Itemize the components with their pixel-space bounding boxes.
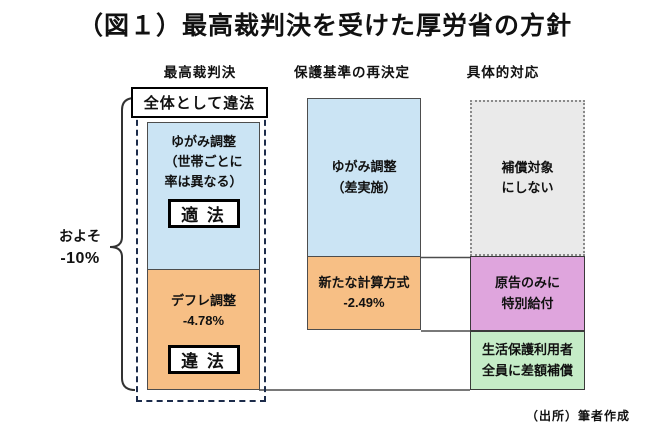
court-column-stack: ゆがみ調整 （世帯ごとに 率は異なる） 適 法 デフレ調整 -4.78% 違 法: [147, 122, 260, 390]
verdict-illegal-box: 違 法: [167, 345, 240, 375]
response-no-compensation-box: 補償対象 にしない: [470, 100, 585, 256]
redecision-column-stack: ゆがみ調整 （差実施） 新たな計算方式 -2.49%: [307, 98, 421, 330]
source-note: （出所）筆者作成: [525, 409, 630, 423]
response-plaintiffs-only-box: 原告のみに 特別給付: [470, 256, 585, 331]
response-all-users-box: 生活保護利用者 全員に差額補償: [470, 331, 585, 390]
figure-title: （図１）最高裁判決を受けた厚労省の方針: [77, 12, 572, 40]
column-header-response: 具体的対応: [466, 65, 540, 80]
column-header-redecision: 保護基準の再決定: [294, 65, 410, 80]
column-header-court: 最高裁判決: [163, 65, 237, 80]
overall-illegal-label: 全体として違法: [131, 87, 268, 118]
redecision-new-calculation-box: 新たな計算方式 -2.49%: [308, 257, 420, 329]
court-deflation-adjustment-box: デフレ調整 -4.78% 違 法: [148, 270, 259, 389]
brace-left-icon: [109, 97, 136, 391]
approx-minus-10-label: およそ -10%: [59, 228, 101, 267]
court-orange-text: デフレ調整: [170, 293, 236, 308]
court-distortion-adjustment-box: ゆがみ調整 （世帯ごとに 率は異なる） 適 法: [148, 123, 259, 270]
verdict-legal-box: 適 法: [167, 199, 240, 229]
court-blue-text: ゆがみ調整: [170, 134, 236, 149]
redecision-distortion-box: ゆがみ調整 （差実施）: [308, 99, 420, 257]
